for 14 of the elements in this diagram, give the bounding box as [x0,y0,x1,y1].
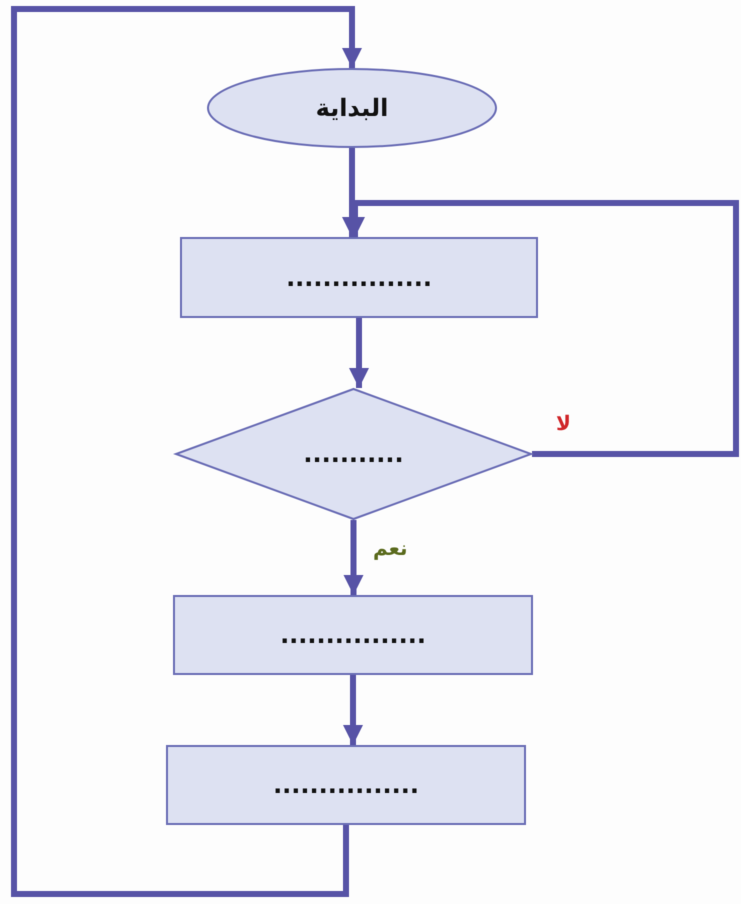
node-text: ........... [303,440,404,468]
process-box [173,595,533,675]
arrow [344,520,364,595]
node-text: ................ [280,621,426,649]
node-text: البداية [316,94,388,122]
arrow [11,6,362,897]
process-box [166,745,526,825]
start-ellipse [207,68,497,148]
process-box [180,237,538,318]
decision-diamond [175,388,532,520]
node-text: ................ [286,264,432,292]
arrow [343,675,363,745]
node-text: ................ [273,771,419,799]
arrow [349,318,369,388]
